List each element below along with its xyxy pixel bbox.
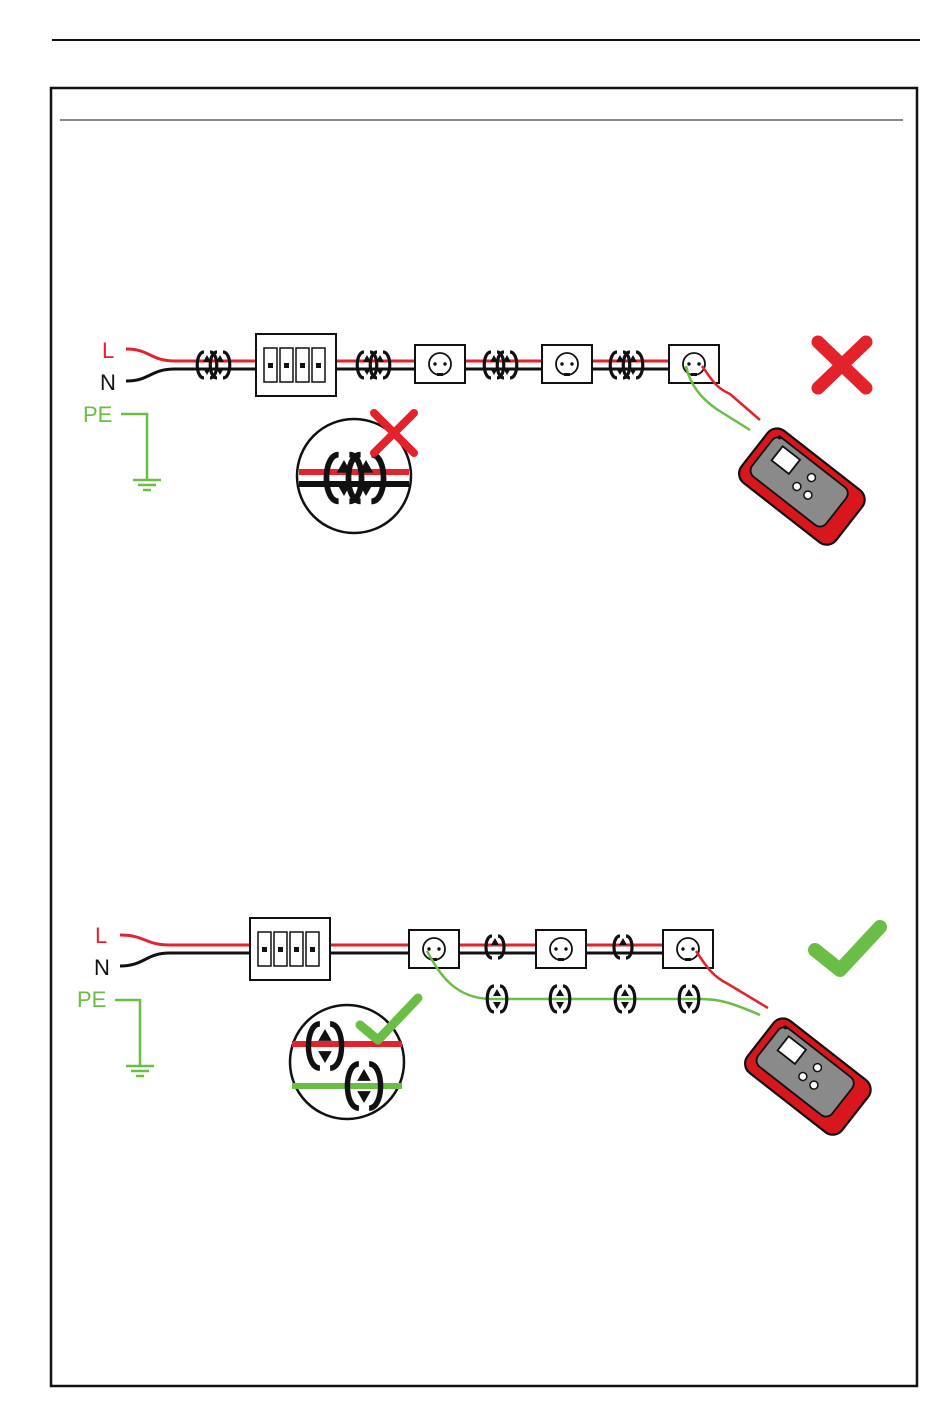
current-clamp [610, 352, 630, 378]
current-clamp [210, 352, 230, 378]
label-l: L [102, 338, 114, 363]
cross-icon [818, 342, 866, 388]
current-clamp [623, 352, 643, 378]
diagram-incorrect: L N PE [83, 334, 869, 550]
checkmark-icon [815, 927, 880, 970]
distribution-board [256, 334, 336, 396]
label-pe: PE [83, 402, 112, 427]
current-clamp [370, 352, 390, 378]
neutral-wire-in [126, 369, 258, 381]
inset-detail [290, 998, 418, 1119]
label-pe: PE [77, 987, 106, 1012]
tester-device [740, 1014, 875, 1140]
current-clamp [614, 936, 632, 958]
socket-outlet [542, 345, 592, 383]
live-wire-in [126, 349, 258, 361]
current-clamp [357, 352, 377, 378]
neutral-wire-in [120, 953, 250, 966]
current-clamp [484, 352, 504, 378]
socket-outlet [663, 930, 713, 968]
pe-wire [121, 414, 147, 466]
ground-symbol [133, 466, 161, 490]
distribution-board [250, 918, 330, 980]
current-clamp [497, 352, 517, 378]
socket-outlet [415, 345, 465, 383]
current-clamp [486, 936, 504, 958]
inset-detail [297, 413, 414, 533]
socket-outlet [536, 930, 586, 968]
current-clamp [197, 352, 217, 378]
live-wire-in [120, 935, 250, 945]
content-frame [51, 88, 917, 1386]
label-n: N [100, 370, 116, 395]
pe-wire [115, 1000, 140, 1052]
label-n: N [94, 955, 110, 980]
label-l: L [95, 923, 107, 948]
diagram-correct: L N PE [77, 918, 880, 1140]
tester-device [734, 424, 869, 550]
ground-symbol [126, 1052, 154, 1076]
